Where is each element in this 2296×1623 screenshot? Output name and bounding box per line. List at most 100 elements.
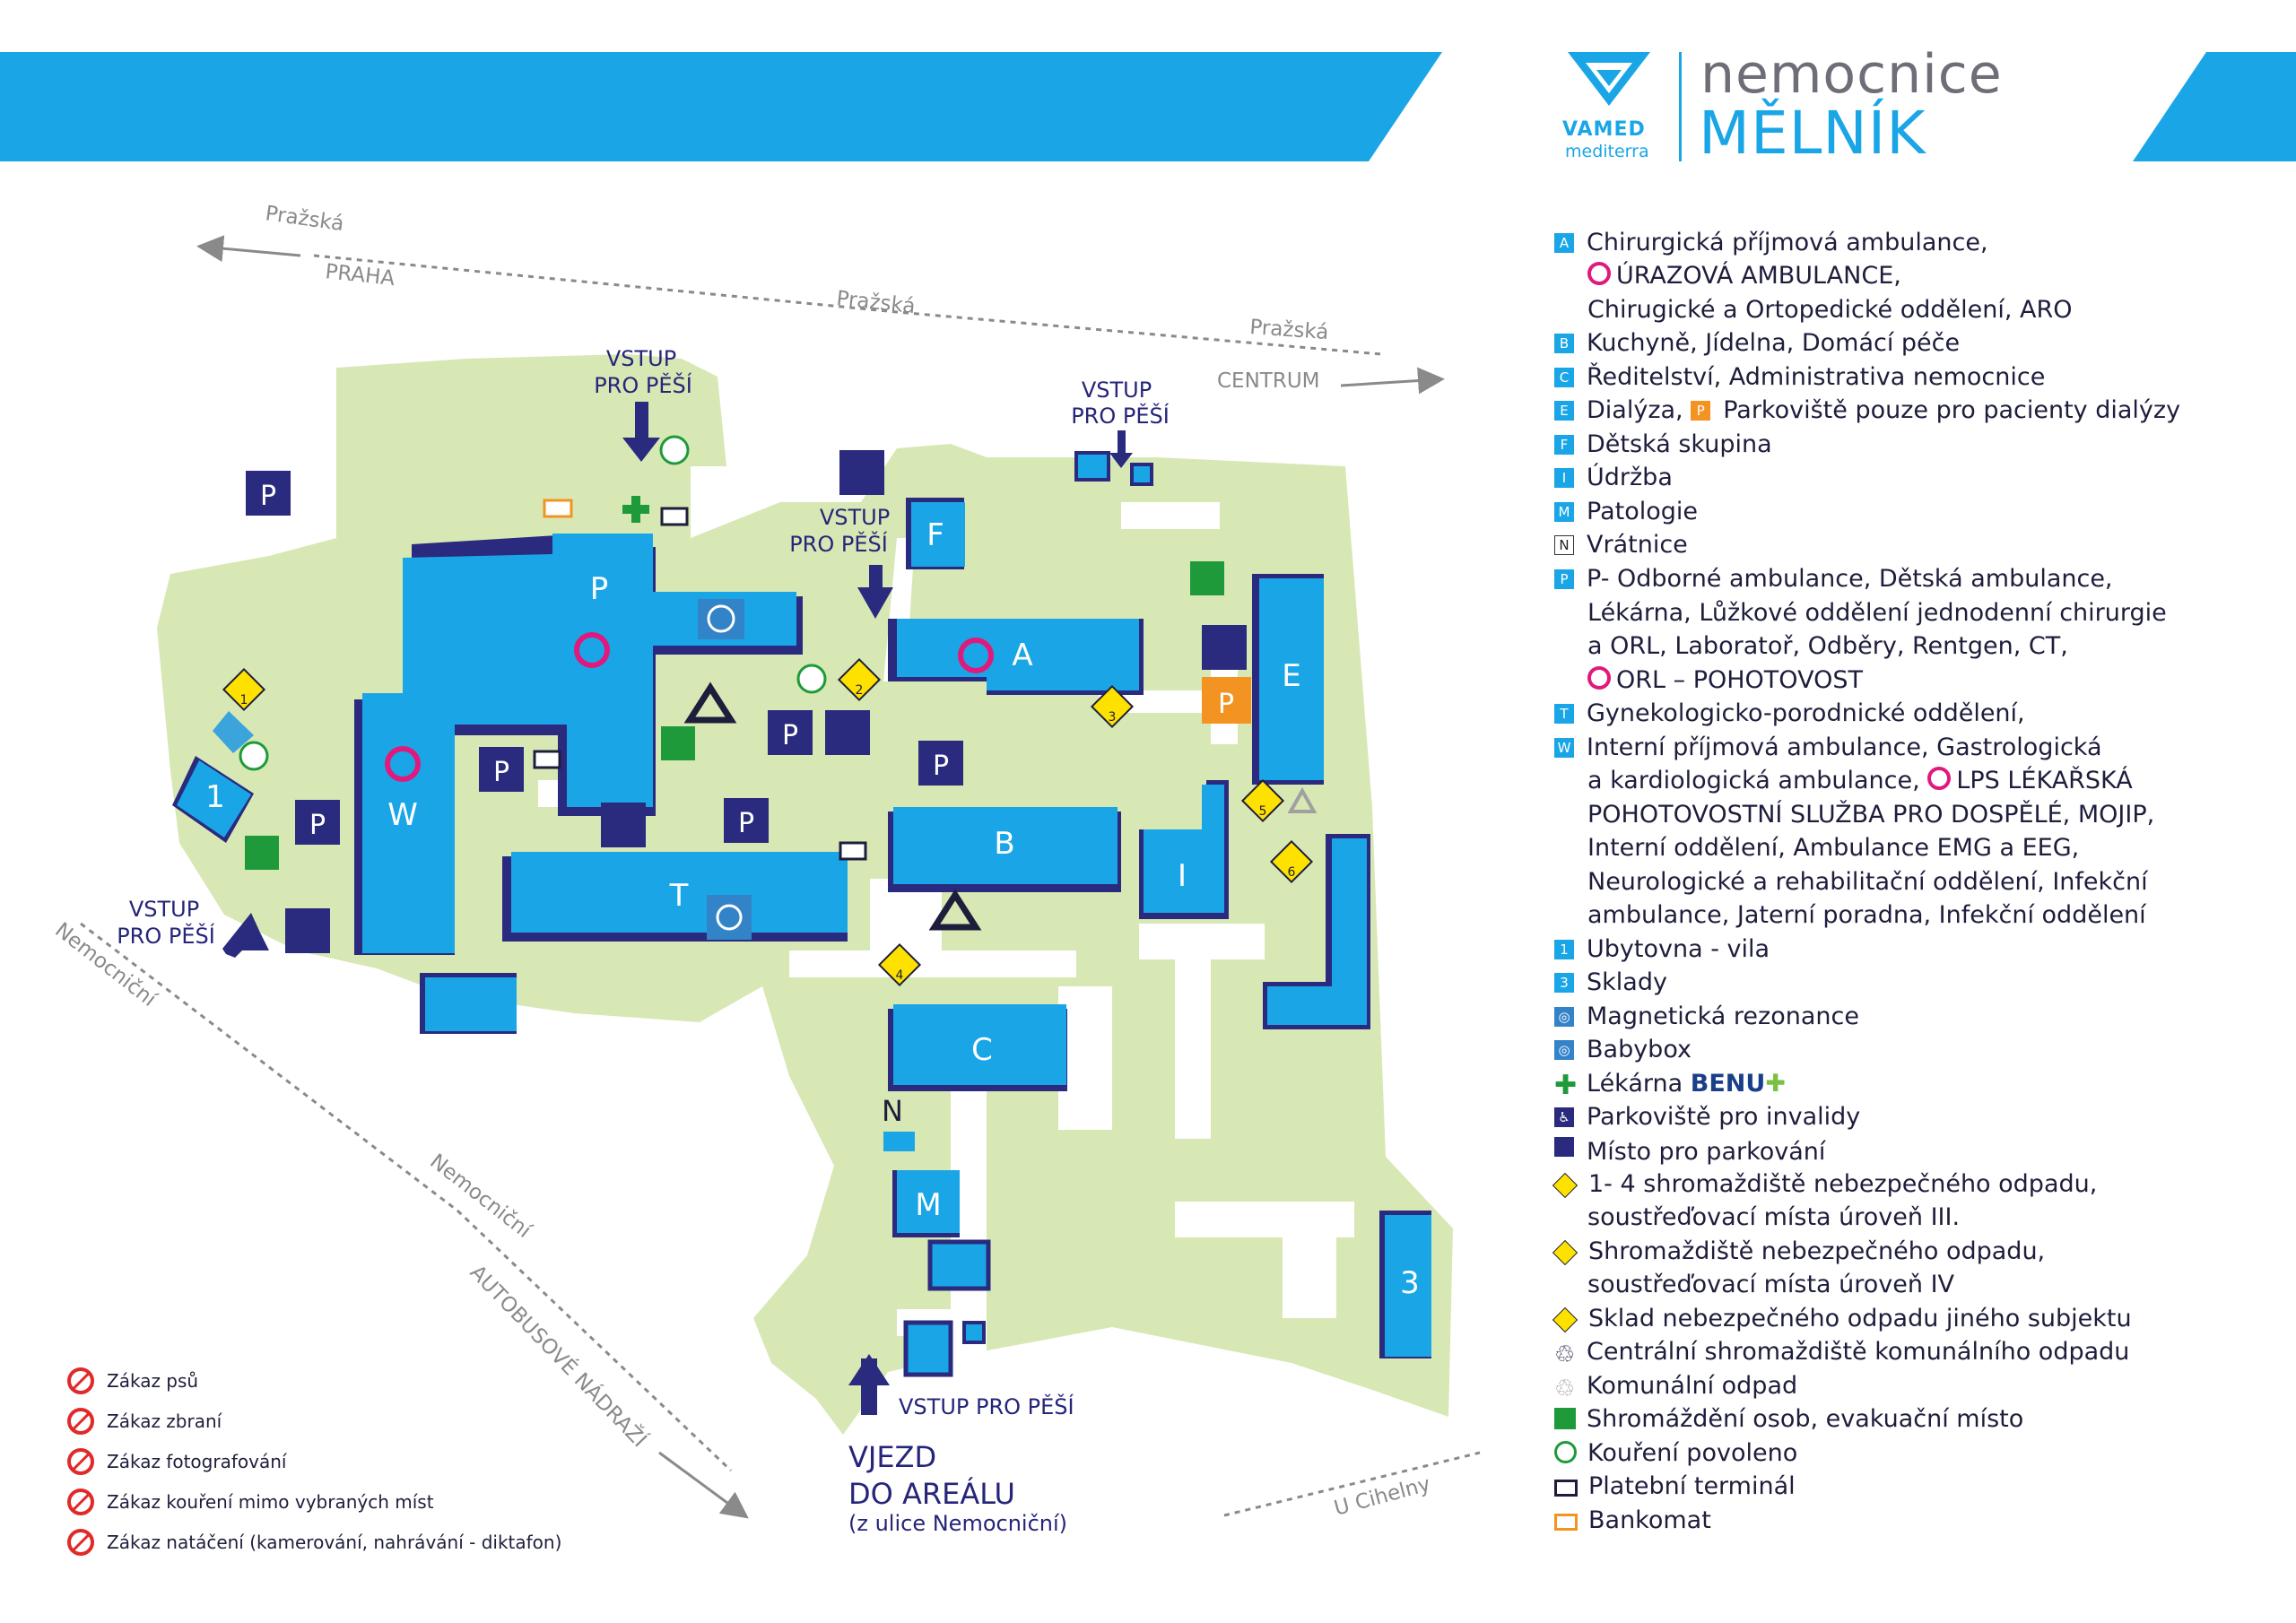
benu-cross-icon: ✚	[1765, 1070, 1786, 1098]
orl-emergency-icon	[574, 632, 610, 668]
hazard-icon: 3	[1090, 684, 1135, 729]
legend-hazard-1b: soustřeďovací místa úroveň III.	[1554, 1203, 1960, 1231]
building-t[interactable]	[511, 852, 848, 933]
legend-text: Kouření povoleno	[1587, 1439, 1798, 1467]
no-dogs-icon	[67, 1367, 94, 1394]
building-label-t: T	[669, 878, 689, 914]
legend-p-3: a ORL, Laboratoř, Odběry, Rentgen, CT,	[1554, 632, 2068, 660]
legend-w-6: ambulance, Jaterní poradna, Infekční odd…	[1554, 901, 2146, 929]
building-n[interactable]	[883, 1132, 915, 1151]
building-small-sw[interactable]	[425, 977, 517, 1031]
building-1[interactable]	[177, 760, 251, 838]
prohibition-weapons: Zákaz zbraní	[67, 1408, 222, 1435]
hazard-diamond-icon	[1552, 1306, 1578, 1333]
recycling-icon: ♲	[1554, 1341, 1576, 1368]
payment-terminal-icon	[1554, 1480, 1578, 1497]
svg-text:P: P	[309, 810, 326, 841]
pharmacy-icon	[622, 496, 649, 523]
no-smoking-icon	[67, 1488, 94, 1515]
building-gate-right	[1074, 451, 1110, 482]
building-label-1: 1	[205, 779, 225, 815]
disabled-parking-icon	[825, 710, 870, 755]
lps-emergency-icon	[385, 746, 421, 782]
brand-mediterra: mediterra	[1565, 142, 1649, 161]
assembly-point-icon	[1554, 1408, 1576, 1429]
legend-text: Chirugické a Ortopedické oddělení, ARO	[1587, 296, 2073, 324]
legend-w-2: a kardiologická ambulance, LPS LÉKAŘSKÁ	[1554, 767, 2133, 794]
parking-spots: P P P P P P P	[246, 471, 1251, 845]
building-right-l[interactable]	[1267, 838, 1367, 1025]
no-photo-icon	[67, 1448, 94, 1475]
building-w[interactable]	[362, 693, 455, 953]
no-filming-icon	[67, 1529, 94, 1556]
entry-label-4a: VSTUP	[129, 897, 199, 922]
legend-code-c: C	[1554, 368, 1574, 387]
building-label-e: E	[1282, 658, 1300, 694]
building-b[interactable]	[893, 807, 1118, 884]
building-label-3: 3	[1400, 1265, 1420, 1301]
disabled-parking-icon: ♿	[1554, 1107, 1574, 1127]
centrum-arrow	[1340, 367, 1445, 395]
entry-label-1b: PRO PĚŠÍ	[594, 371, 692, 398]
terminals	[533, 507, 867, 861]
building-i[interactable]	[1144, 785, 1224, 913]
hospital-map: P W T A F E B I C M N 1 3 P P P P P P P	[50, 202, 1481, 1536]
disabled-parking-spots	[285, 450, 1247, 953]
mri-icon: ◎	[1554, 1007, 1574, 1027]
entry-label-1a: VSTUP	[606, 346, 676, 371]
legend-a-2: ÚRAZOVÁ AMBULANCE,	[1554, 262, 1901, 290]
legend-text: Lékárna	[1587, 1070, 1683, 1098]
building-label-p: P	[590, 571, 609, 607]
legend-text: Interní oddělení, Ambulance EMG a EEG,	[1587, 834, 2080, 862]
prohibition-text: Zákaz natáčení (kamerování, nahrávání - …	[107, 1532, 562, 1553]
disabled-parking-icon	[1202, 625, 1247, 670]
legend-text: ÚRAZOVÁ AMBULANCE,	[1616, 262, 1901, 290]
atm-icon	[1554, 1514, 1578, 1531]
trauma-emergency-icon	[958, 638, 994, 673]
emergency-ring-icon	[1587, 666, 1611, 690]
legend-parking: Místo pro parkování	[1554, 1137, 1825, 1166]
prohibition-text: Zákaz kouření mimo vybraných míst	[107, 1491, 434, 1513]
building-e[interactable]	[1259, 578, 1324, 780]
legend-code-n: N	[1554, 535, 1574, 555]
legend-text: Gynekologicko-porodnické oddělení,	[1587, 699, 2025, 727]
building-m[interactable]	[897, 1170, 960, 1233]
legend-text: Interní příjmová ambulance, Gastrologick…	[1587, 733, 2102, 761]
building-3[interactable]	[1385, 1215, 1431, 1357]
payment-terminal-icon	[533, 750, 561, 769]
svg-text:2: 2	[856, 683, 864, 698]
recycling-sites	[683, 681, 1318, 931]
legend-text: LPS LÉKAŘSKÁ	[1956, 767, 2133, 794]
smoking-icon	[796, 664, 827, 694]
smoking-icon	[659, 435, 690, 465]
building-m2	[927, 1239, 991, 1291]
building-label-b: B	[994, 826, 1014, 862]
svg-text:6: 6	[1288, 865, 1296, 880]
central-recycling-icon	[928, 889, 982, 931]
hazard-diamond-icon	[1552, 1239, 1578, 1266]
legend-text: Magnetická rezonance	[1587, 1002, 1859, 1030]
prohibition-dogs: Zákaz psů	[67, 1367, 198, 1394]
legend-text: Shromaždiště nebezpečného odpadu,	[1588, 1237, 2046, 1265]
building-f[interactable]	[911, 502, 965, 567]
parking-icon: P	[295, 800, 340, 845]
entry-arrow-icon-head	[848, 1354, 890, 1385]
building-a[interactable]	[897, 619, 1139, 690]
street-praha: PRAHA	[324, 260, 396, 291]
legend-text: Dětská skupina	[1587, 430, 1772, 458]
legend-text: Kuchyně, Jídelna, Domácí péče	[1587, 329, 1961, 357]
street-line-nemocnicni	[80, 922, 733, 1472]
legend-recycling-central: ♲Centrální shromaždiště komunálního odpa…	[1554, 1338, 2129, 1368]
recycling-icon	[1287, 786, 1318, 813]
babybox-icon	[707, 895, 752, 940]
building-c[interactable]	[893, 1004, 1066, 1085]
dialysis-parking-icon: P	[1202, 677, 1251, 724]
parking-icon: P	[479, 747, 524, 792]
entry-label-5: VSTUP PRO PĚŠÍ	[899, 1393, 1074, 1419]
